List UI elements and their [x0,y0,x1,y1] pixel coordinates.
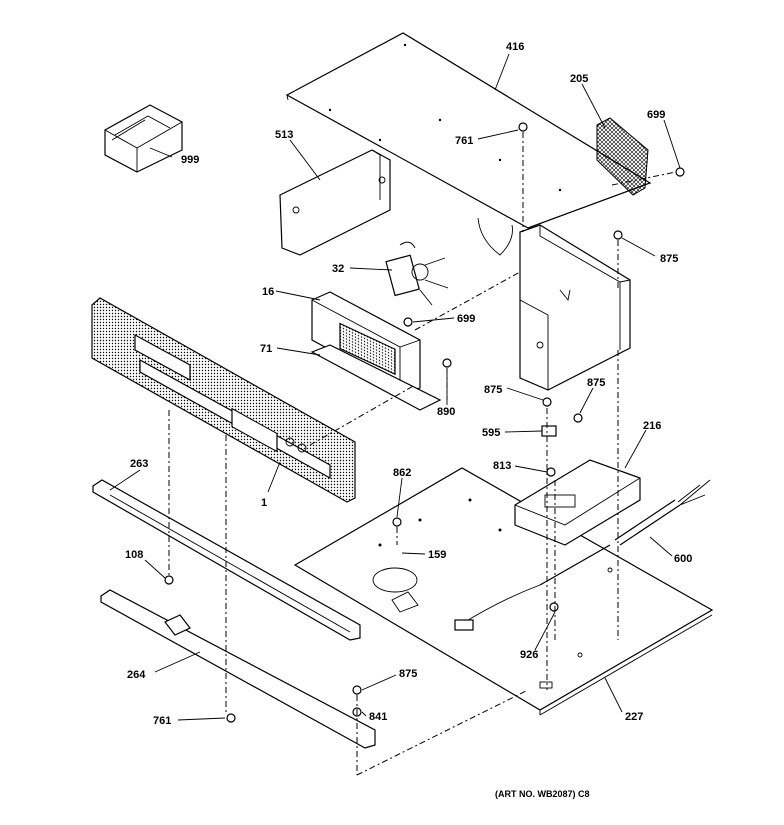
part-label-761: 761 [153,715,171,727]
fan-motor [385,241,449,306]
part-label-875: 875 [399,668,417,680]
vent-grille [596,117,649,196]
side-frame [519,224,631,391]
part-labels: 416 205 699 513 761 999 875 32 16 699 71… [125,41,692,727]
part-label-216: 216 [643,420,661,432]
part-label-264: 264 [127,669,146,681]
art-number-caption: (ART NO. WB2087) C8 [495,789,590,799]
panel-strip [310,344,442,411]
control-panel [91,297,356,503]
part-label-699: 699 [647,109,665,121]
part-label-108: 108 [125,549,143,561]
part-label-999: 999 [181,154,199,166]
part-label-875: 875 [484,384,502,396]
part-label-227: 227 [625,711,643,723]
part-label-513: 513 [275,129,293,141]
part-label-875: 875 [660,253,678,265]
part-label-813: 813 [493,460,511,472]
part-label-159: 159 [428,549,446,561]
part-label-595: 595 [482,427,500,439]
control-housing [311,291,421,393]
part-label-890: 890 [437,406,455,418]
trim-strip [92,479,361,641]
bottom-bracket [100,589,376,749]
part-label-875: 875 [587,377,605,389]
part-label-862: 862 [393,467,411,479]
part-label-699: 699 [457,313,475,325]
base-plate [293,467,714,716]
part-label-416: 416 [506,41,524,53]
wiring-harness [454,479,711,631]
part-label-16: 16 [262,286,274,298]
part-label-205: 205 [570,73,588,85]
part-label-841: 841 [369,711,387,723]
part-label-71: 71 [260,343,272,355]
part-label-600: 600 [674,553,692,565]
top-cover [285,32,652,229]
leader-lines [109,53,681,721]
terminal-block [514,459,641,546]
part-label-1: 1 [261,497,267,509]
alignment-lines [168,132,677,776]
part-label-926: 926 [520,649,538,661]
packaging-box [104,104,183,173]
rear-panel [279,149,513,256]
part-label-761: 761 [455,135,473,147]
fasteners [164,122,685,723]
part-label-263: 263 [130,458,148,470]
part-label-32: 32 [332,263,344,275]
